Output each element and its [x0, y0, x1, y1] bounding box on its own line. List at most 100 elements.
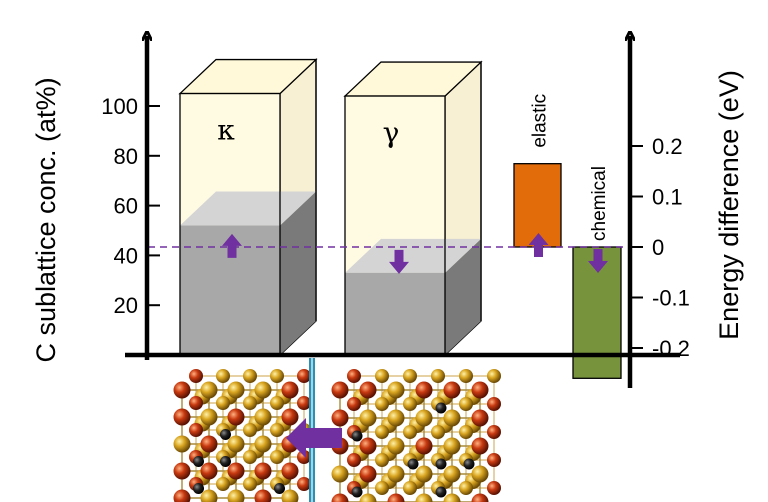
al-atom [297, 396, 311, 410]
fe-atom [387, 437, 405, 455]
energy-bar-label: elastic [530, 94, 551, 148]
al-atom [189, 423, 203, 437]
kappa-lattice [173, 369, 311, 502]
fe-atom [243, 369, 257, 383]
fe-atom [415, 465, 433, 483]
phase-box-1: κ [178, 58, 318, 357]
c-atom [463, 458, 475, 470]
c-atom [351, 486, 363, 498]
fe-atom [200, 489, 218, 502]
gamma-lattice [331, 369, 501, 502]
fe-atom [459, 369, 473, 383]
fe-atom [200, 381, 218, 399]
al-atom [281, 408, 299, 426]
phase-label: κ [217, 114, 235, 147]
diffusion-arrow-left [286, 418, 342, 458]
fe-atom [459, 481, 473, 495]
fe-atom [216, 396, 230, 410]
right-axis-label: Energy difference (eV) [714, 70, 744, 340]
al-atom [443, 381, 461, 399]
fe-atom [443, 465, 461, 483]
fe-atom [331, 465, 349, 483]
fe-atom [431, 425, 445, 439]
phase-label: γ [383, 116, 400, 149]
c-atom [220, 456, 231, 467]
right-tick-label: -0.2 [652, 336, 690, 361]
right-tick-label: -0.1 [652, 286, 690, 311]
al-atom [471, 493, 489, 502]
fe-atom [375, 453, 389, 467]
fe-atom [403, 425, 417, 439]
shift-arrow-down [588, 249, 608, 273]
fe-atom [387, 465, 405, 483]
al-atom [487, 397, 501, 411]
al-atom [297, 450, 311, 464]
right-axis-ticks: 0.20.10-0.1-0.2 [630, 134, 690, 361]
al-atom [227, 408, 245, 426]
left-tick-label: 60 [114, 194, 138, 219]
al-atom [297, 369, 311, 383]
fe-atom [403, 481, 417, 495]
energy-bar-elastic: elastic [513, 94, 562, 257]
fe-atom [216, 369, 230, 383]
al-atom [347, 397, 361, 411]
al-atom [200, 435, 218, 453]
al-atom [347, 369, 361, 383]
al-atom [281, 462, 299, 480]
fe-atom [443, 409, 461, 427]
fe-atom [359, 493, 377, 502]
c-atom [435, 486, 447, 498]
left-axis-label: C sublattice conc. (at%) [31, 77, 61, 362]
fe-atom [281, 489, 299, 502]
shift-arrow-up [528, 233, 549, 257]
fe-atom [443, 493, 461, 502]
al-atom [471, 381, 489, 399]
fe-atom [270, 396, 284, 410]
fe-atom [387, 381, 405, 399]
al-atom [331, 493, 349, 502]
left-tick-label: 20 [114, 293, 138, 318]
fe-atom [443, 437, 461, 455]
al-atom [200, 462, 218, 480]
fe-atom [227, 381, 245, 399]
fe-atom [387, 409, 405, 427]
c-atom [351, 430, 363, 442]
fe-atom [227, 435, 245, 453]
fe-atom [375, 369, 389, 383]
fe-atom [375, 481, 389, 495]
fill-side-face [445, 238, 481, 355]
shift-arrow-down [389, 249, 409, 274]
al-atom [189, 369, 203, 383]
al-atom [173, 489, 191, 502]
shift-arrow-up [222, 233, 242, 258]
al-atom [387, 493, 405, 502]
phase-box-2: γ [343, 60, 483, 357]
fe-atom [270, 423, 284, 437]
fe-atom [375, 425, 389, 439]
c-atom [435, 402, 447, 414]
fe-atom [243, 450, 257, 464]
fe-atom [216, 477, 230, 491]
fe-atom [200, 408, 218, 426]
fe-atom [359, 409, 377, 427]
al-atom [297, 477, 311, 491]
fe-atom [254, 381, 272, 399]
right-tick-label: 0.2 [652, 134, 683, 159]
fe-atom [254, 408, 272, 426]
c-atom [274, 483, 285, 494]
fe-atom [243, 396, 257, 410]
al-atom [254, 462, 272, 480]
al-atom [415, 381, 433, 399]
al-atom [359, 465, 377, 483]
al-atom [347, 453, 361, 467]
c-atom [193, 483, 204, 494]
energy-bar-rect [513, 163, 562, 248]
left-tick-label: 80 [114, 144, 138, 169]
al-atom [415, 437, 433, 455]
fe-atom [243, 423, 257, 437]
fe-atom [173, 435, 191, 453]
fe-atom [375, 397, 389, 411]
fe-atom [459, 397, 473, 411]
